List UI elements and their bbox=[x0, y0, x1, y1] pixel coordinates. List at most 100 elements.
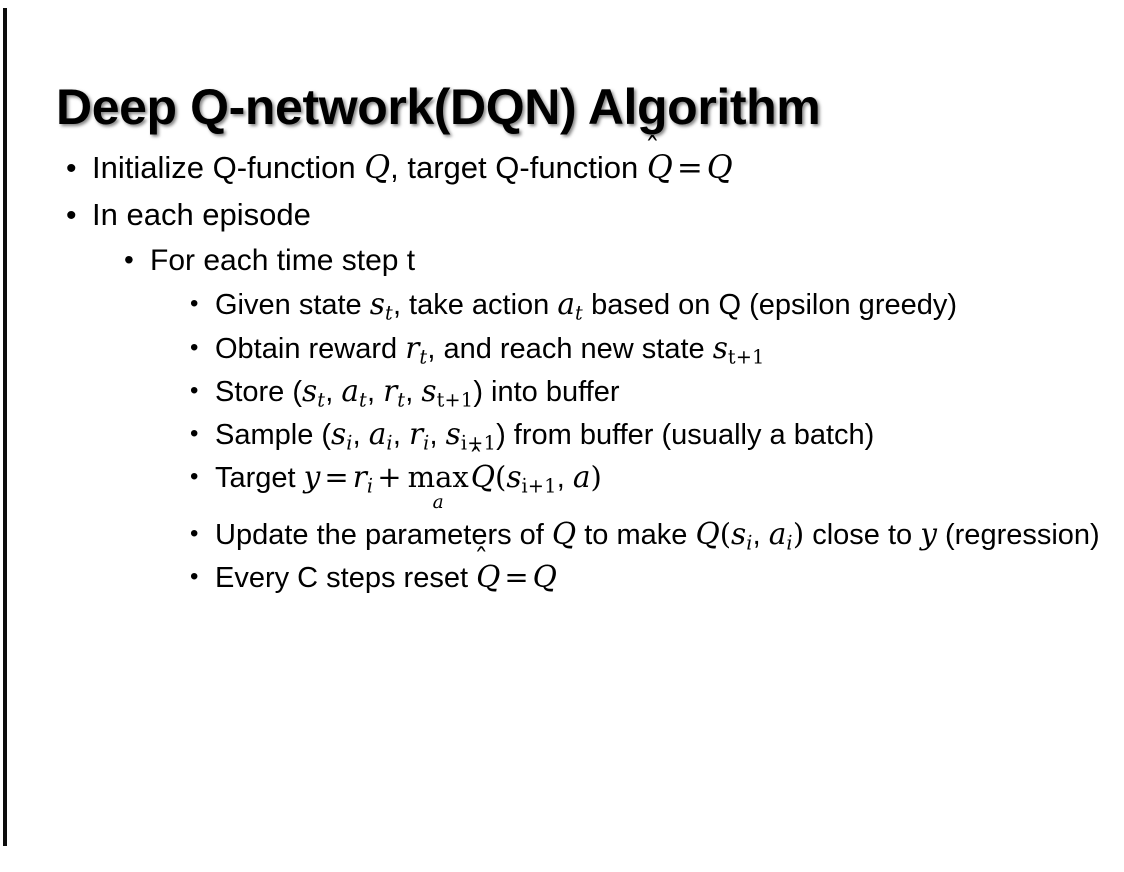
math-var-q2: Q bbox=[706, 150, 733, 186]
bullet-update-parameters: • Update the parameters of Q to make Q(s… bbox=[0, 515, 1124, 556]
math-q-hat-base: Q bbox=[646, 150, 673, 186]
text-sample-pre: Sample ( bbox=[215, 418, 332, 451]
slide-left-edge-bar bbox=[3, 8, 7, 846]
slide-body: • Initialize Q-function Q, target Q-func… bbox=[0, 148, 1124, 599]
bullet-reset-target-network-text: Every C steps reset ̂Q=Q bbox=[215, 558, 1104, 598]
math-sub-i-plus-1: i+1 bbox=[521, 474, 557, 498]
bullet-glyph-icon: • bbox=[190, 376, 199, 404]
text-obtain-mid: , and reach new state bbox=[427, 332, 713, 365]
text-update-pre: Update the parameters of bbox=[215, 518, 552, 551]
text-comma: , bbox=[429, 418, 446, 451]
bullet-store: • Store (st, at, rt, st+1) into buffer bbox=[0, 372, 1124, 413]
bullet-given-state-text: Given state st, take action at based on … bbox=[215, 285, 1104, 326]
math-sub-t: t bbox=[358, 388, 367, 412]
bullet-target: • Target y=ri+maxâQ(si+1, a) bbox=[0, 458, 1124, 513]
math-var-y: y bbox=[303, 460, 321, 495]
bullet-for-each-time-step: • For each time step t bbox=[0, 241, 1124, 280]
math-var-s: s bbox=[445, 416, 461, 451]
math-sub-t: t bbox=[419, 345, 428, 369]
text-sample-post: ) from buffer (usually a batch) bbox=[496, 418, 875, 451]
bullet-for-each-time-step-text: For each time step t bbox=[150, 244, 416, 278]
text-comma: , bbox=[405, 375, 422, 408]
bullet-glyph-icon: • bbox=[124, 244, 134, 276]
text-initialize-mid: , target Q-function bbox=[390, 150, 647, 185]
text-given-mid: , take action bbox=[392, 289, 558, 322]
math-max-label: max bbox=[407, 460, 469, 495]
math-var-s: s bbox=[712, 330, 728, 365]
text-comma: , bbox=[366, 375, 384, 408]
bullet-sample-text: Sample (si, ai, ri, si+1) from buffer (u… bbox=[215, 415, 1104, 456]
math-paren-open: ( bbox=[494, 460, 507, 495]
math-sub-t: t bbox=[397, 388, 406, 412]
text-obtain-pre: Obtain reward bbox=[215, 332, 406, 365]
math-var-s: s bbox=[506, 460, 522, 495]
text-update-tail: (regression) bbox=[936, 518, 1100, 551]
math-var-r: r bbox=[352, 460, 367, 495]
text-comma: , bbox=[556, 462, 573, 495]
math-q-hat: ̂Q bbox=[647, 148, 673, 189]
math-var-s: s bbox=[369, 287, 385, 322]
math-equals: = bbox=[504, 559, 529, 594]
math-q-hat: ̂Q bbox=[476, 558, 500, 597]
text-comma: , bbox=[752, 518, 769, 551]
text-target-pre: Target bbox=[215, 462, 304, 495]
math-var-r: r bbox=[405, 330, 420, 365]
math-equals: = bbox=[324, 460, 349, 495]
math-var-q: Q bbox=[532, 559, 557, 594]
math-sub-t: t bbox=[317, 388, 326, 412]
math-sub-i-plus-1: i+1 bbox=[460, 431, 497, 455]
math-q-hat-base: Q bbox=[470, 460, 495, 495]
bullet-given-state: • Given state st, take action at based o… bbox=[0, 285, 1124, 326]
bullet-glyph-icon: • bbox=[190, 290, 199, 318]
bullet-obtain-reward-text: Obtain reward rt, and reach new state st… bbox=[215, 329, 1104, 370]
bullet-glyph-icon: • bbox=[66, 152, 77, 185]
math-var-a: a bbox=[368, 416, 387, 451]
bullet-initialize-text: Initialize Q-function Q, target Q-functi… bbox=[92, 148, 1124, 189]
bullet-glyph-icon: • bbox=[66, 199, 77, 233]
math-sub-i: i bbox=[423, 431, 430, 455]
slide-title: Deep Q-network(DQN) Algorithm bbox=[56, 78, 821, 135]
math-var-a: a bbox=[557, 287, 576, 322]
bullet-reset-target-network: • Every C steps reset ̂Q=Q bbox=[0, 558, 1124, 598]
math-sub-t: t bbox=[575, 302, 584, 326]
math-var-a: a bbox=[341, 373, 359, 408]
math-var-a: a bbox=[572, 460, 591, 495]
math-var-s: s bbox=[302, 373, 318, 408]
math-equals: = bbox=[676, 150, 703, 186]
math-sub-t-plus-1: t+1 bbox=[727, 345, 765, 369]
bullet-glyph-icon: • bbox=[190, 463, 199, 491]
math-sub-i: i bbox=[346, 431, 353, 455]
math-sub-t-plus-1: t+1 bbox=[436, 388, 474, 412]
math-var-q: Q bbox=[551, 516, 577, 551]
bullet-glyph-icon: • bbox=[190, 519, 199, 547]
text-initialize-pre: Initialize Q-function bbox=[92, 150, 365, 185]
math-q-hat-base: Q bbox=[476, 559, 501, 594]
bullet-obtain-reward: • Obtain reward rt, and reach new state … bbox=[0, 329, 1124, 370]
math-paren-close: ) bbox=[590, 460, 602, 495]
text-given-post: based on Q (epsilon greedy) bbox=[583, 289, 958, 322]
math-sub-i: i bbox=[386, 431, 393, 455]
bullet-glyph-icon: • bbox=[190, 419, 199, 447]
text-reset-pre: Every C steps reset bbox=[215, 561, 477, 594]
math-var-s: s bbox=[731, 516, 747, 551]
bullet-glyph-icon: • bbox=[190, 333, 199, 361]
bullet-store-text: Store (st, at, rt, st+1) into buffer bbox=[215, 372, 1104, 413]
math-paren-open: ( bbox=[719, 516, 732, 551]
math-var-q2: Q bbox=[695, 516, 720, 551]
text-given-pre: Given state bbox=[215, 289, 370, 322]
math-sub-i: i bbox=[746, 531, 753, 555]
math-var-r: r bbox=[408, 416, 424, 451]
text-comma: , bbox=[352, 418, 369, 451]
math-var-a: a bbox=[768, 516, 787, 551]
math-var-q: Q bbox=[364, 150, 391, 186]
bullet-in-each-episode: • In each episode bbox=[0, 195, 1124, 235]
text-store-pre: Store ( bbox=[215, 375, 303, 408]
math-q-hat: ̂Q bbox=[471, 458, 495, 497]
bullet-glyph-icon: • bbox=[190, 562, 199, 590]
math-plus: + bbox=[377, 460, 402, 495]
math-sub-i: i bbox=[366, 474, 374, 498]
bullet-in-each-episode-text: In each episode bbox=[92, 197, 311, 233]
math-var-s: s bbox=[331, 416, 347, 451]
